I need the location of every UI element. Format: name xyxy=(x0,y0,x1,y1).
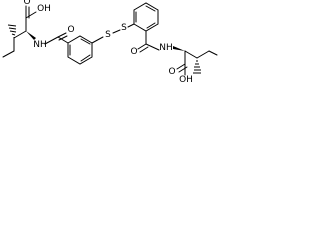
wedge-nh-right xyxy=(173,46,185,51)
bond-cg-cd-right xyxy=(208,50,218,56)
benzene-left-db2 xyxy=(80,54,91,62)
bond-co-left xyxy=(57,36,69,44)
stereo-bonds xyxy=(7,24,201,74)
molecule-drawing: OH O NH O S S O NH O OH xyxy=(2,0,218,85)
benzene-right-db3 xyxy=(146,22,156,29)
benzene-right xyxy=(133,2,159,32)
hash-methyl-left xyxy=(7,24,17,39)
benzene-right-db2 xyxy=(145,5,156,12)
atom-right-amide-nh: NH xyxy=(159,43,173,53)
atom-right-acid-oh: OH xyxy=(179,75,193,85)
bond-co-o-left-double xyxy=(58,35,68,41)
bond-s2-ring xyxy=(127,23,135,28)
atom-left-acid-o: O xyxy=(23,0,30,7)
atom-left-amide-nh: NH xyxy=(33,40,47,50)
bond-c-o-right xyxy=(176,63,186,70)
atom-left-acid-oh: OH xyxy=(37,4,51,14)
bond-c-oh-left xyxy=(25,11,37,19)
bond-cg-cd-left xyxy=(2,50,15,58)
bond-ring-s1 xyxy=(91,36,104,44)
bond-co-o-left xyxy=(57,32,67,38)
bond-ca-cb-right xyxy=(184,50,198,59)
bond-s-s xyxy=(112,29,121,34)
bond-lines xyxy=(2,2,218,76)
bond-c-o-right-double xyxy=(178,66,188,73)
bond-cb-ca-left xyxy=(13,30,27,39)
hash-methyl-right xyxy=(193,60,201,74)
benzene-left-db3 xyxy=(80,38,91,45)
atom-right-amide-o: O xyxy=(130,47,137,57)
atom-left-amide-o: O xyxy=(67,25,74,35)
bond-nh-co-left xyxy=(44,36,59,45)
atom-labels: OH O NH O S S O NH O OH xyxy=(23,0,192,85)
bond-cb-cg-right xyxy=(196,50,210,59)
bond-co-nh-right xyxy=(145,43,160,51)
atom-disulfide-s2: S xyxy=(121,23,127,33)
structure-canvas: OH O NH O S S O NH O OH xyxy=(0,0,220,116)
wedge-nh-left xyxy=(26,31,36,40)
atom-disulfide-s1: S xyxy=(105,30,111,40)
bond-co-o-right-double xyxy=(139,46,149,53)
bond-co-o-right xyxy=(137,43,147,50)
benzene-left xyxy=(67,35,93,65)
atom-right-acid-o: O xyxy=(168,67,175,77)
